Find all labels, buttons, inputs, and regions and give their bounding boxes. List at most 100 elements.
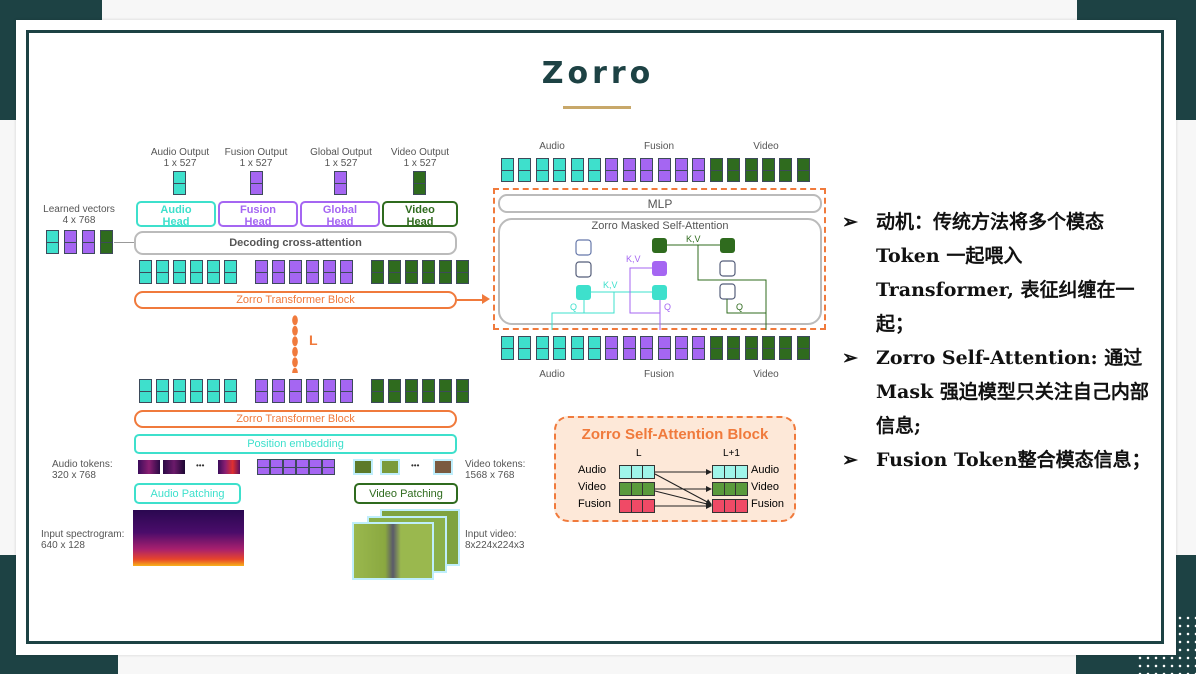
bullet-list: ➢动机：传统方法将多个模态 Token 一起喂入 Transformer, 表征… bbox=[842, 205, 1152, 477]
zorro-transformer-block-top: Zorro Transformer Block bbox=[134, 291, 457, 309]
token bbox=[709, 336, 723, 360]
token bbox=[622, 336, 636, 360]
token bbox=[289, 260, 302, 284]
token bbox=[306, 379, 319, 403]
token bbox=[588, 336, 601, 360]
token bbox=[675, 336, 688, 360]
query-slot bbox=[719, 260, 736, 277]
legend-video-l bbox=[619, 482, 655, 496]
token bbox=[173, 260, 186, 284]
query-slot bbox=[575, 239, 592, 256]
repeat-label: L bbox=[309, 332, 318, 348]
video-tokens-label: Video tokens:1568 x 768 bbox=[465, 459, 526, 481]
legend-audio-l bbox=[619, 465, 655, 479]
legend-left-fusion: Fusion bbox=[578, 498, 612, 510]
token bbox=[456, 260, 469, 284]
query-slot bbox=[719, 283, 736, 300]
token bbox=[190, 379, 203, 403]
global-output-token bbox=[334, 171, 347, 195]
token bbox=[727, 336, 741, 360]
token bbox=[588, 158, 601, 182]
token bbox=[622, 158, 636, 182]
token bbox=[640, 158, 654, 182]
audio-query-node bbox=[576, 285, 591, 300]
input-spectrogram-label: Input spectrogram:640 x 128 bbox=[41, 529, 125, 551]
token bbox=[340, 379, 353, 403]
audio-key-node bbox=[652, 285, 667, 300]
token bbox=[139, 260, 152, 284]
arrow-bullet-icon: ➢ bbox=[842, 347, 858, 369]
query-slot bbox=[575, 261, 592, 278]
token bbox=[570, 336, 584, 360]
arrow-head bbox=[482, 294, 490, 304]
legend-left-audio: Audio bbox=[578, 464, 607, 476]
learned-vectors-arrow bbox=[114, 242, 134, 243]
zorro-transformer-block-bottom: Zorro Transformer Block bbox=[134, 410, 457, 428]
video-key-node bbox=[652, 238, 667, 253]
layer-l-label: L bbox=[636, 448, 642, 459]
audio-patching: Audio Patching bbox=[134, 483, 241, 504]
q-label-audio: Q bbox=[570, 302, 577, 312]
token bbox=[257, 459, 270, 475]
token bbox=[255, 260, 268, 284]
top-label-audio: Audio bbox=[539, 141, 565, 152]
token bbox=[207, 379, 220, 403]
token bbox=[709, 158, 723, 182]
position-embedding: Position embedding bbox=[134, 434, 457, 454]
token bbox=[657, 336, 671, 360]
token bbox=[744, 336, 758, 360]
token bbox=[322, 459, 335, 475]
legend-right-fusion: Fusion bbox=[751, 498, 785, 510]
input-spectrogram-image bbox=[133, 510, 244, 566]
token bbox=[224, 379, 237, 403]
token bbox=[727, 158, 741, 182]
top-label-video: Video bbox=[753, 141, 779, 152]
bottom-label-audio: Audio bbox=[539, 369, 565, 380]
token bbox=[207, 260, 220, 284]
token bbox=[553, 336, 567, 360]
mlp-block: MLP bbox=[498, 194, 822, 213]
token bbox=[518, 158, 532, 182]
token bbox=[744, 158, 758, 182]
token bbox=[422, 379, 435, 403]
token bbox=[139, 379, 152, 403]
token bbox=[371, 379, 384, 403]
bullet-item: ➢动机：传统方法将多个模态 Token 一起喂入 Transformer, 表征… bbox=[842, 205, 1152, 341]
token bbox=[323, 260, 336, 284]
token bbox=[340, 260, 353, 284]
token bbox=[518, 336, 532, 360]
token bbox=[289, 379, 302, 403]
token bbox=[553, 158, 567, 182]
video-output-token bbox=[413, 171, 426, 195]
top-label-fusion: Fusion bbox=[643, 141, 674, 152]
input-video-label: Input video:8x224x224x3 bbox=[465, 529, 525, 551]
masked-self-attention-label: Zorro Masked Self-Attention bbox=[591, 220, 729, 232]
video-patching: Video Patching bbox=[354, 483, 458, 504]
token bbox=[762, 336, 775, 360]
kv-label-fusion: K,V bbox=[626, 254, 641, 264]
bottom-label-fusion: Fusion bbox=[643, 369, 674, 380]
legend-right-video: Video bbox=[751, 481, 779, 493]
kv-label-audio: K,V bbox=[603, 280, 618, 290]
arrow-bullet-icon: ➢ bbox=[842, 211, 858, 233]
token bbox=[796, 158, 810, 182]
token bbox=[272, 260, 285, 284]
legend-video-l1 bbox=[712, 482, 748, 496]
token bbox=[535, 336, 549, 360]
token bbox=[501, 158, 514, 182]
token bbox=[439, 379, 452, 403]
token bbox=[224, 260, 237, 284]
title-underline bbox=[563, 106, 631, 109]
block-to-detail-arrow bbox=[457, 299, 485, 301]
token bbox=[779, 336, 793, 360]
token bbox=[323, 379, 336, 403]
legend-audio-l1 bbox=[712, 465, 748, 479]
token bbox=[173, 379, 186, 403]
token bbox=[692, 336, 706, 360]
